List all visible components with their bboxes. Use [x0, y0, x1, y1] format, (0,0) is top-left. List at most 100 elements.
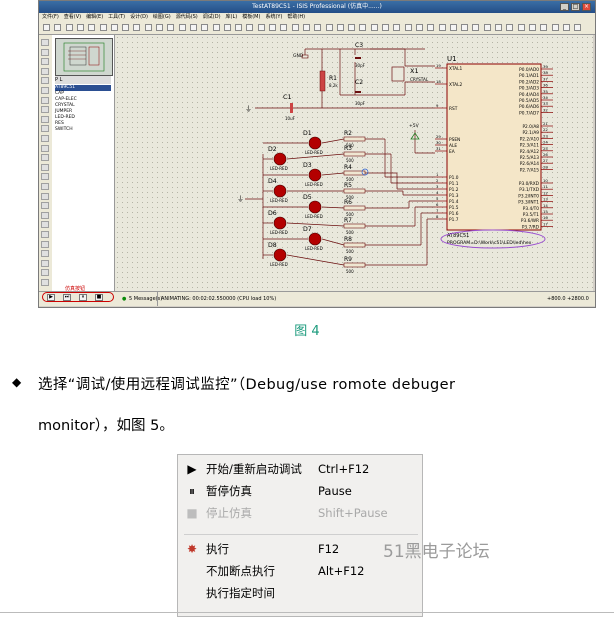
mode-tool-icon[interactable] — [41, 115, 49, 123]
toolbar-tool-icon[interactable] — [144, 24, 152, 31]
mode-tool-icon[interactable] — [41, 77, 49, 85]
mode-tool-icon[interactable] — [41, 231, 49, 238]
pause-button[interactable]: ⏸ — [79, 294, 87, 301]
mode-tool-icon[interactable] — [41, 39, 49, 46]
mode-tool-icon[interactable] — [41, 183, 49, 190]
device-list-item[interactable]: CAP — [55, 91, 64, 96]
toolbar-tool-icon[interactable] — [495, 24, 502, 31]
toolbar-tool-icon[interactable] — [314, 24, 322, 31]
device-list-item[interactable]: LED-RED — [55, 115, 75, 120]
device-list-item[interactable]: SWITCH — [55, 127, 73, 132]
device-list-item[interactable]: AT89C51 — [55, 85, 111, 91]
mode-tool-icon[interactable] — [41, 96, 49, 104]
toolbar-tool-icon[interactable] — [472, 24, 480, 31]
toolbar-tool-icon[interactable] — [167, 24, 175, 31]
menu-item[interactable]: 模板(M) — [242, 14, 261, 20]
toolbar-tool-icon[interactable] — [246, 24, 254, 31]
mode-tool-icon[interactable] — [41, 106, 49, 114]
mode-tool-icon[interactable] — [41, 221, 49, 229]
toolbar-tool-icon[interactable] — [223, 24, 231, 31]
mode-tool-icon[interactable] — [41, 211, 49, 219]
mode-tool-icon[interactable] — [41, 279, 49, 286]
toolbar-tool-icon[interactable] — [359, 24, 367, 31]
toolbar-tool-icon[interactable] — [438, 24, 446, 31]
toolbar-tool-icon[interactable] — [540, 24, 548, 31]
toolbar-tool-icon[interactable] — [88, 24, 96, 31]
mode-tool-icon[interactable] — [41, 240, 49, 248]
toolbar-tool-icon[interactable] — [291, 24, 299, 31]
toolbar-tool-icon[interactable] — [517, 24, 525, 31]
toolbar-tool-icon[interactable] — [99, 24, 107, 31]
toolbar-tool-icon[interactable] — [43, 24, 50, 31]
toolbar-tool-icon[interactable] — [76, 24, 84, 31]
message-count[interactable]: 5 Message(s) — [129, 296, 163, 302]
mode-tool-icon[interactable] — [41, 202, 49, 210]
mode-tool-icon[interactable] — [41, 250, 49, 258]
mode-tool-icon[interactable] — [41, 154, 49, 162]
toolbar-tool-icon[interactable] — [382, 24, 389, 31]
menu-item[interactable]: 绘图(G) — [152, 14, 171, 20]
maximize-icon[interactable]: □ — [571, 3, 580, 11]
toolbar-tool-icon[interactable] — [54, 24, 62, 31]
device-list-item[interactable]: RES — [55, 121, 64, 126]
toolbar-tool-icon[interactable] — [201, 24, 209, 31]
stop-button[interactable]: ■ — [95, 294, 103, 301]
toolbar-tool-icon[interactable] — [280, 24, 288, 31]
toolbar-tool-icon[interactable] — [574, 24, 582, 31]
toolbar-tool-icon[interactable] — [212, 24, 220, 31]
mode-tool-icon[interactable] — [41, 135, 49, 142]
menu-item[interactable]: 帮助(H) — [287, 14, 306, 20]
mode-tool-icon[interactable] — [41, 163, 49, 171]
mode-tool-icon[interactable] — [41, 67, 49, 75]
toolbar-tool-icon[interactable] — [156, 24, 163, 31]
toolbar-tool-icon[interactable] — [178, 24, 186, 31]
play-button[interactable]: ▶ — [47, 294, 55, 301]
toolbar-tool-icon[interactable] — [370, 24, 378, 31]
toolbar-tool-icon[interactable] — [528, 24, 536, 31]
menu-item[interactable]: 工具(T) — [108, 14, 126, 20]
toolbar-tool-icon[interactable] — [449, 24, 457, 31]
toolbar-tool-icon[interactable] — [483, 24, 491, 31]
device-list-item[interactable]: JUMPER — [55, 109, 73, 114]
toolbar-tool-icon[interactable] — [393, 24, 401, 31]
mode-tool-icon[interactable] — [41, 269, 49, 277]
mode-tool-icon[interactable] — [41, 259, 49, 267]
toolbar-tool-icon[interactable] — [189, 24, 197, 31]
device-list-item[interactable]: CRYSTAL — [55, 103, 75, 108]
menu-item[interactable]: 执行指定时间 — [178, 582, 422, 604]
toolbar-tool-icon[interactable] — [235, 24, 243, 31]
toolbar-tool-icon[interactable] — [415, 24, 423, 31]
mode-tool-icon[interactable] — [41, 48, 49, 56]
toolbar-tool-icon[interactable] — [325, 24, 333, 31]
mode-tool-icon[interactable] — [41, 87, 49, 94]
toolbar-tool-icon[interactable] — [461, 24, 469, 31]
menu-item[interactable]: 源代码(S) — [175, 14, 198, 20]
menu-item[interactable]: 编辑(E) — [86, 14, 104, 20]
toolbar-tool-icon[interactable] — [122, 24, 130, 31]
toolbar-tool-icon[interactable] — [302, 24, 310, 31]
toolbar-tool-icon[interactable] — [257, 24, 265, 31]
toolbar-tool-icon[interactable] — [336, 24, 344, 31]
menu-item[interactable]: 库(L) — [225, 14, 238, 20]
toolbar-tool-icon[interactable] — [133, 24, 141, 31]
menu-item[interactable]: 查看(V) — [63, 14, 82, 20]
menu-item[interactable]: 设计(D) — [130, 14, 148, 20]
close-icon[interactable]: × — [582, 3, 591, 11]
toolbar-tool-icon[interactable] — [269, 24, 276, 31]
menu-item[interactable]: 调试(D) — [202, 14, 221, 20]
minimize-icon[interactable]: _ — [560, 3, 569, 11]
overview-window[interactable] — [55, 38, 113, 76]
toolbar-tool-icon[interactable] — [65, 24, 73, 31]
mode-tool-icon[interactable] — [41, 192, 49, 200]
mode-tool-icon[interactable] — [41, 58, 49, 66]
toolbar-tool-icon[interactable] — [551, 24, 559, 31]
device-list-item[interactable]: CAP-ELEC — [55, 97, 77, 102]
toolbar-tool-icon[interactable] — [404, 24, 412, 31]
mode-tool-icon[interactable] — [41, 173, 49, 181]
toolbar-tool-icon[interactable] — [348, 24, 356, 31]
